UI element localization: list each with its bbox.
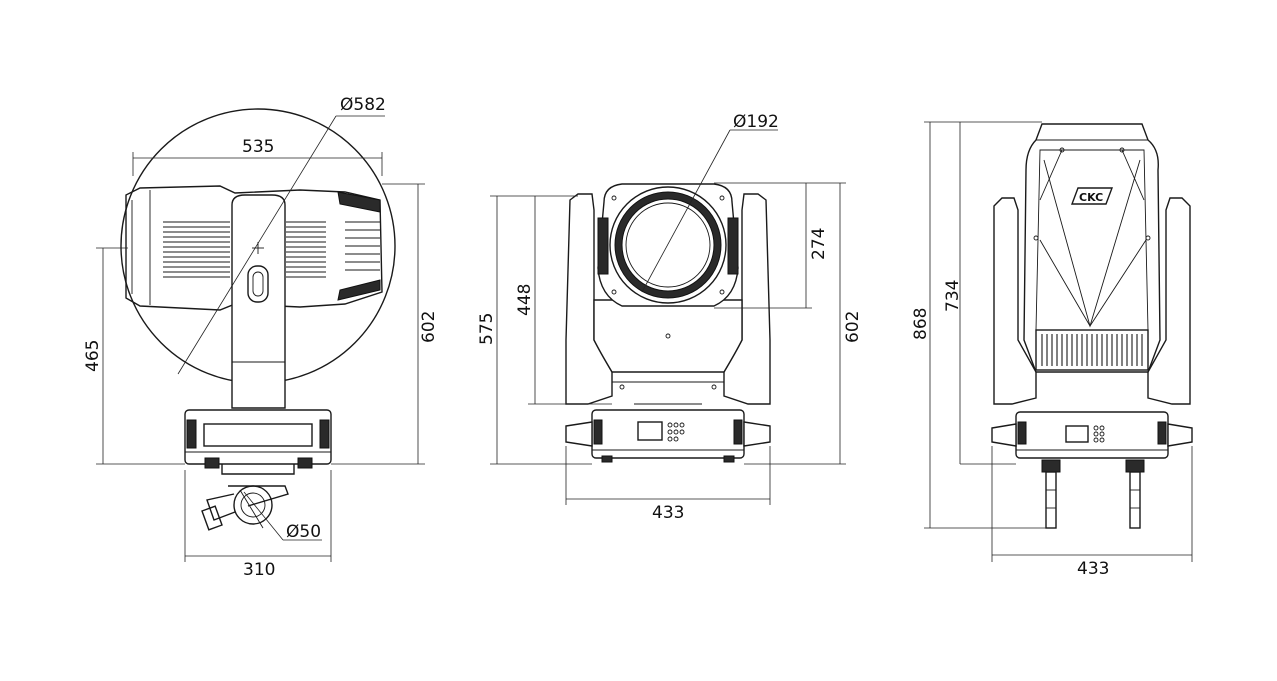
side-base [184, 409, 332, 465]
dim-side-overall-height: 602 [331, 183, 439, 465]
front-lens [609, 186, 727, 304]
dim-head-top-height: 734 [943, 122, 1016, 465]
dim-side-base-width: 310 [184, 470, 332, 580]
dim-head-height-label: 274 [809, 228, 829, 260]
dim-arm-height-label: 448 [515, 284, 535, 316]
rear-logo-text: CKC [1079, 191, 1103, 204]
rear-vent-fins [1041, 334, 1143, 366]
front-side-vent-right [727, 217, 739, 275]
dim-head-diameter-label: Ø582 [340, 95, 386, 115]
side-lens-ring-top [337, 191, 381, 213]
dim-pivot-height: 465 [83, 247, 185, 465]
dim-rear-base-width: 433 [991, 446, 1193, 579]
dim-head-width: 535 [132, 137, 383, 176]
rear-vent [1035, 329, 1149, 371]
front-side-vent-left [597, 217, 609, 275]
rear-view: CKC [911, 121, 1193, 579]
dim-front-overall-height: 602 [744, 182, 863, 465]
dim-head-top-height-label: 734 [943, 280, 963, 312]
side-pivot-knob [247, 265, 269, 303]
omega-clamp [201, 485, 289, 531]
dim-clamp-diameter-label: Ø50 [286, 522, 321, 542]
rear-logo-badge: CKC [1070, 187, 1114, 205]
front-base [565, 403, 771, 463]
rear-base [991, 411, 1193, 459]
dim-yoke-height-label: 575 [477, 313, 497, 345]
dim-arm-height: 448 [515, 195, 612, 405]
dim-front-base-width-label: 433 [652, 503, 684, 523]
side-lens-fins [345, 221, 380, 271]
dim-clamp-diameter: Ø50 [243, 491, 322, 542]
dim-front-overall-height-label: 602 [843, 311, 863, 343]
dim-head-height: 274 [714, 182, 829, 309]
front-base-display [637, 421, 663, 441]
rear-clamps [1041, 459, 1145, 529]
dim-overall-height-with-clamps: 868 [911, 121, 1046, 529]
side-lens-ring-bottom [337, 279, 381, 301]
dim-overall-height-with-clamps-label: 868 [911, 308, 931, 340]
rear-head [1023, 123, 1161, 373]
side-view: Ø582 535 602 465 Ø50 3 [83, 95, 439, 580]
side-head-body [125, 185, 383, 311]
dim-pivot-height-label: 465 [83, 340, 103, 372]
front-yoke-crossbar [593, 299, 743, 373]
dim-yoke-height: 575 [477, 195, 592, 465]
dim-head-diameter: Ø582 [177, 95, 386, 375]
rear-base-display [1065, 425, 1089, 443]
dim-rear-base-width-label: 433 [1077, 559, 1109, 579]
dim-side-overall-height-label: 602 [419, 311, 439, 343]
dim-head-width-label: 535 [242, 137, 274, 157]
dim-side-base-width-label: 310 [243, 560, 275, 580]
dim-front-base-width: 433 [565, 446, 771, 523]
side-cooling-fins-left [163, 221, 230, 278]
dim-lens-diameter-label: Ø192 [733, 112, 779, 132]
front-view: Ø192 274 448 575 602 [477, 112, 863, 523]
side-cooling-fins-right [286, 221, 326, 278]
dim-lens-diameter: Ø192 [641, 112, 779, 293]
